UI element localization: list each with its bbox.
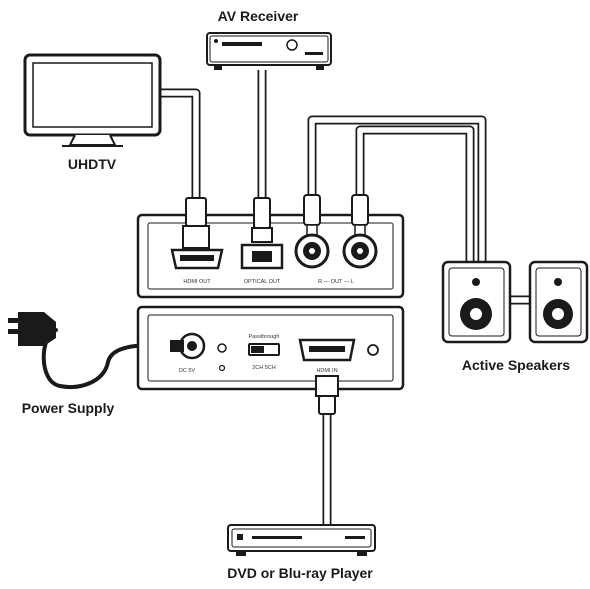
dc-plug xyxy=(170,340,184,352)
indicator-led-icon xyxy=(367,344,379,356)
switch-positions-label: 2CH 5CH xyxy=(252,365,276,371)
player-label: DVD or Blu-ray Player xyxy=(227,565,373,581)
dvd-bluray-player xyxy=(227,524,376,556)
hdmi-in-port xyxy=(298,338,356,362)
optical-out-label: OPTICAL OUT xyxy=(244,279,281,285)
power-supply-label: Power Supply xyxy=(22,400,115,416)
rca-left-connector xyxy=(351,194,369,236)
hdmi-out-label: HDMI OUT xyxy=(183,279,211,285)
audio-cable-right xyxy=(307,115,487,262)
optical-out-port xyxy=(240,243,284,270)
dc-in-label: DC 5V xyxy=(179,368,196,374)
speaker-right xyxy=(441,260,512,344)
status-led-icon xyxy=(218,364,226,372)
hdmi-in-label: HDMI IN xyxy=(316,368,337,374)
active-speakers-label: Active Speakers xyxy=(462,357,570,373)
power-cable xyxy=(41,328,174,389)
speaker-left xyxy=(528,260,589,344)
audio-out-label: R — OUT — L xyxy=(318,279,354,285)
hdmi-cable-tv xyxy=(160,88,201,205)
rca-left-jack xyxy=(342,233,378,269)
uhdtv-label: UHDTV xyxy=(68,156,117,172)
audio-cable-left xyxy=(355,125,475,262)
rca-right-jack xyxy=(294,233,330,269)
switch-label: Passthrough xyxy=(249,334,280,340)
optical-connector xyxy=(251,197,273,243)
hdmi-out-connector xyxy=(182,197,210,249)
hdmi-out-port xyxy=(170,248,224,270)
av-receiver-label: AV Receiver xyxy=(218,8,299,24)
uhdtv xyxy=(23,53,162,147)
rca-right-connector xyxy=(303,194,321,236)
av-receiver xyxy=(206,32,332,70)
hdmi-in-connector xyxy=(315,375,339,415)
passthrough-switch xyxy=(248,343,280,356)
power-led-icon xyxy=(217,343,227,353)
power-adapter-icon xyxy=(8,312,56,346)
